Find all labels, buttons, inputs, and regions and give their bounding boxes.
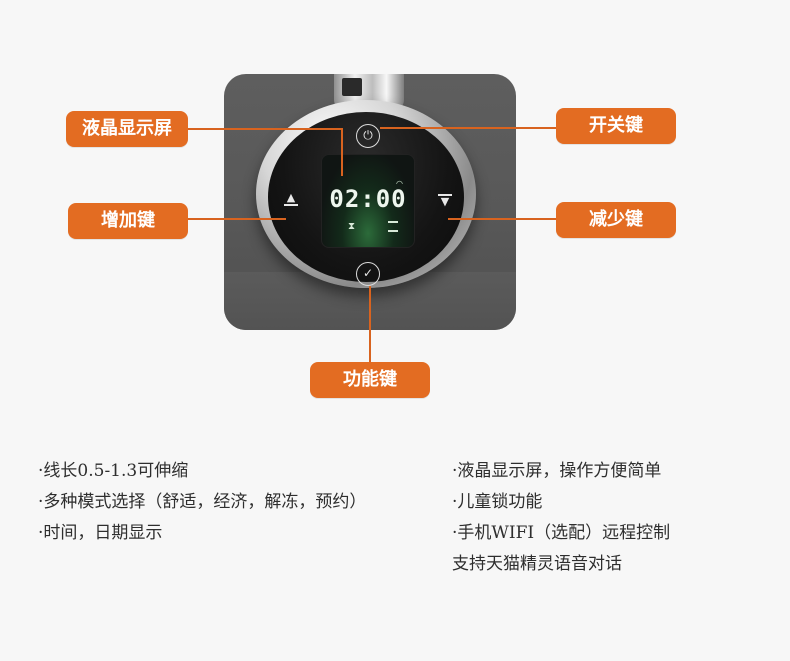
pipe-slot — [342, 78, 362, 96]
power-button[interactable]: ⏻ — [356, 124, 380, 148]
triangle-down-icon: ▼ — [440, 195, 450, 208]
increase-button[interactable]: ▲ — [282, 191, 300, 206]
feature-right-3: ·手机WIFI（选配）远程控制 — [452, 523, 671, 543]
product-photo: 02:00 ◠ ⧗ ⏻ ▲ ▼ ✓ — [224, 74, 516, 330]
increase-callout-line — [186, 218, 286, 220]
lcd-label: 液晶显示屏 — [66, 111, 188, 147]
decrease-label: 减少键 — [556, 202, 676, 238]
bar-icon — [438, 194, 452, 196]
feature-right-2: ·儿童锁功能 — [452, 492, 543, 512]
increase-label: 增加键 — [68, 203, 188, 239]
lcd-callout-line — [188, 128, 342, 130]
heat-icon — [388, 221, 398, 232]
lcd-screen: 02:00 ◠ ⧗ — [321, 154, 415, 248]
function-callout-line — [369, 286, 371, 366]
wifi-icon: ◠ — [396, 179, 403, 188]
feature-right-4: 支持天猫精灵语音对话 — [452, 554, 622, 574]
function-button[interactable]: ✓ — [356, 262, 380, 286]
function-label: 功能键 — [310, 362, 430, 398]
power-label: 开关键 — [556, 108, 676, 144]
feature-left-3: ·时间，日期显示 — [38, 523, 163, 543]
check-icon: ✓ — [362, 266, 374, 280]
feature-left-2: ·多种模式选择（舒适，经济，解冻，预约） — [38, 492, 367, 512]
power-icon: ⏻ — [363, 128, 373, 142]
bar-icon — [284, 204, 298, 206]
power-callout-line — [380, 127, 558, 129]
lcd-time: 02:00 — [329, 185, 407, 213]
triangle-up-icon: ▲ — [286, 191, 296, 204]
feature-left-1: ·线长0.5-1.3可伸缩 — [38, 461, 189, 481]
decrease-callout-line — [448, 218, 560, 220]
feature-right-1: ·液晶显示屏，操作方便简单 — [452, 461, 662, 481]
hourglass-icon: ⧗ — [348, 221, 356, 232]
lcd-callout-drop — [341, 128, 343, 176]
decrease-button[interactable]: ▼ — [436, 194, 454, 208]
